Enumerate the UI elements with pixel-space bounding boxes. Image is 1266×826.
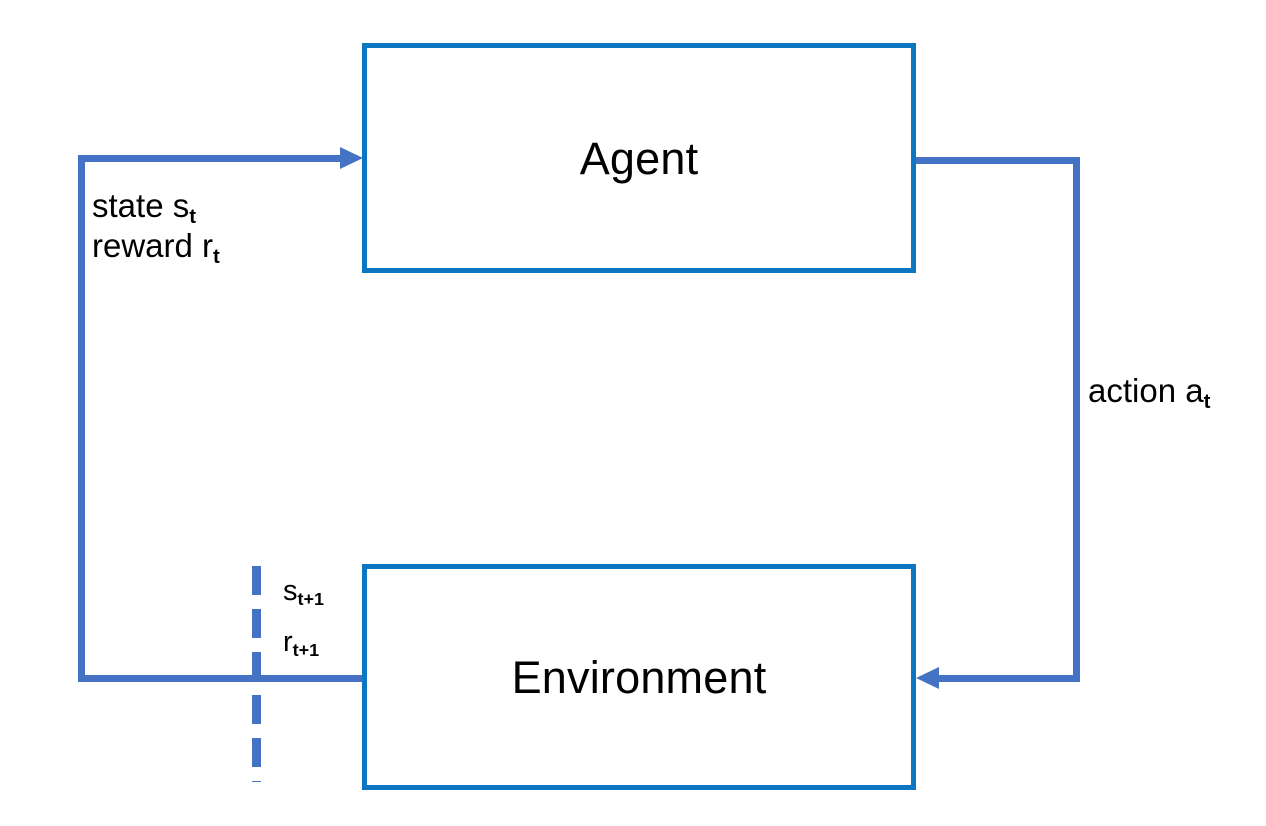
state-label-symbol: s <box>172 187 190 224</box>
agent-node: Agent <box>362 43 916 273</box>
reward-label-prefix: reward <box>92 227 203 265</box>
action-label-prefix: action <box>1088 372 1186 409</box>
state-label-prefix: state <box>92 187 173 224</box>
feedback-line-bottom-segment <box>78 675 368 682</box>
next-state-subscript: t+1 <box>297 589 324 610</box>
state-label-line: state st <box>92 186 220 226</box>
action-line-right-segment <box>1073 157 1080 682</box>
feedback-line-left-segment <box>78 155 85 682</box>
next-state-symbol: s <box>283 575 298 607</box>
time-step-separator-dashed-line <box>252 566 261 782</box>
next-state-label: st+1 <box>283 574 324 609</box>
action-line-bottom-segment <box>938 675 1080 682</box>
arrowhead-to-environment-icon <box>916 667 939 689</box>
environment-node-label: Environment <box>511 651 767 703</box>
state-reward-edge-label: state st reward rt <box>92 186 220 267</box>
action-label-symbol: a <box>1185 372 1204 409</box>
reward-label-symbol: r <box>202 227 214 265</box>
next-reward-label: rt+1 <box>283 625 319 660</box>
environment-node: Environment <box>362 564 916 790</box>
state-label-subscript: t <box>189 204 197 228</box>
reward-label-line: reward rt <box>92 226 220 266</box>
feedback-line-top-segment <box>78 155 340 162</box>
agent-node-label: Agent <box>579 132 699 184</box>
next-reward-subscript: t+1 <box>292 640 320 661</box>
reward-label-subscript: t <box>213 244 220 268</box>
action-line-top-segment <box>910 157 1080 164</box>
action-edge-label: action at <box>1088 371 1210 411</box>
arrowhead-to-agent-icon <box>340 147 363 169</box>
action-label-subscript: t <box>1203 389 1211 413</box>
next-reward-symbol: r <box>283 626 293 658</box>
